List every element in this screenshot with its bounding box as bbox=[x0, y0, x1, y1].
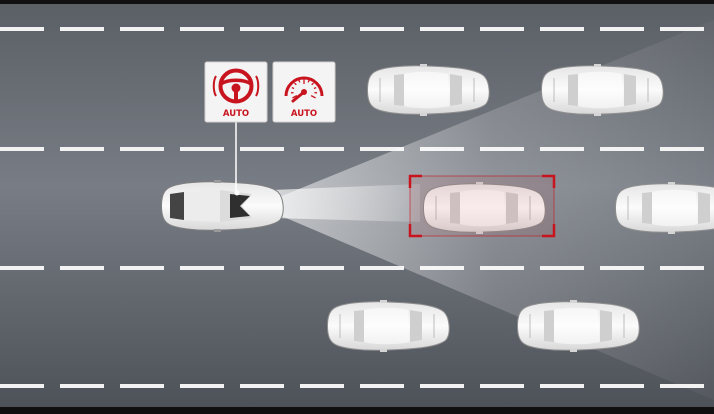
lane-dash bbox=[240, 27, 284, 31]
bottom-border bbox=[0, 407, 714, 414]
speedometer-tick bbox=[307, 79, 310, 83]
lane-dash bbox=[180, 384, 224, 388]
lane-dash bbox=[300, 384, 344, 388]
surrounding-vehicle bbox=[367, 63, 490, 117]
lane-dash bbox=[60, 27, 104, 31]
speedometer-tick bbox=[298, 79, 301, 83]
lane-dash bbox=[420, 27, 464, 31]
speedometer-tick bbox=[292, 95, 298, 99]
lane-dash bbox=[60, 266, 104, 270]
surrounding-vehicle bbox=[517, 299, 640, 353]
target-detection-frame bbox=[408, 174, 556, 238]
lane-dash bbox=[360, 27, 404, 31]
lane-dash bbox=[120, 384, 164, 388]
lane-dash bbox=[300, 27, 344, 31]
speedometer-tick bbox=[310, 95, 316, 99]
steering-wheel-icon bbox=[212, 68, 260, 104]
speedometer-tick bbox=[313, 86, 317, 90]
surrounding-vehicle bbox=[327, 299, 450, 353]
steering-auto-badge: AUTO bbox=[204, 61, 268, 123]
lane-dash bbox=[0, 27, 44, 31]
lane-dash bbox=[480, 384, 524, 388]
lane-dash bbox=[180, 147, 224, 151]
speed-auto-badge: AUTO bbox=[272, 61, 336, 123]
top-border bbox=[0, 0, 714, 4]
lane-dash bbox=[240, 266, 284, 270]
lane-dash bbox=[300, 266, 344, 270]
lane-dash bbox=[420, 384, 464, 388]
lane-dash bbox=[300, 147, 344, 151]
lane-dash bbox=[60, 384, 104, 388]
lane-dash bbox=[480, 27, 524, 31]
lane-dash bbox=[540, 27, 584, 31]
lane-dash bbox=[600, 384, 644, 388]
lane-dash bbox=[0, 147, 44, 151]
sensor-center-beam bbox=[272, 184, 420, 222]
lane-dash bbox=[240, 384, 284, 388]
lane-dash bbox=[120, 27, 164, 31]
lane-dash bbox=[120, 147, 164, 151]
lane-dash bbox=[360, 147, 404, 151]
speedometer-tick bbox=[311, 82, 314, 86]
lane-dash bbox=[540, 384, 584, 388]
ego-sensor-point bbox=[234, 190, 240, 196]
speedometer-tick bbox=[291, 86, 295, 90]
lane-dash bbox=[180, 27, 224, 31]
lane-dash bbox=[600, 27, 644, 31]
lane-dash bbox=[180, 266, 224, 270]
lane-dash bbox=[60, 147, 104, 151]
lane-dash bbox=[240, 147, 284, 151]
steering-auto-label: AUTO bbox=[223, 109, 249, 119]
surrounding-vehicle bbox=[541, 63, 664, 117]
lane-dash bbox=[660, 27, 704, 31]
speed-auto-label: AUTO bbox=[291, 109, 317, 119]
speedometer-tick bbox=[294, 82, 297, 86]
ego-vehicle bbox=[161, 180, 284, 232]
speedometer-icon bbox=[284, 76, 324, 103]
lane-dash bbox=[120, 266, 164, 270]
lane-dash bbox=[0, 266, 44, 270]
lane-dash bbox=[360, 266, 404, 270]
lane-dash bbox=[0, 384, 44, 388]
surrounding-vehicle bbox=[615, 181, 714, 235]
lane-dash bbox=[360, 384, 404, 388]
